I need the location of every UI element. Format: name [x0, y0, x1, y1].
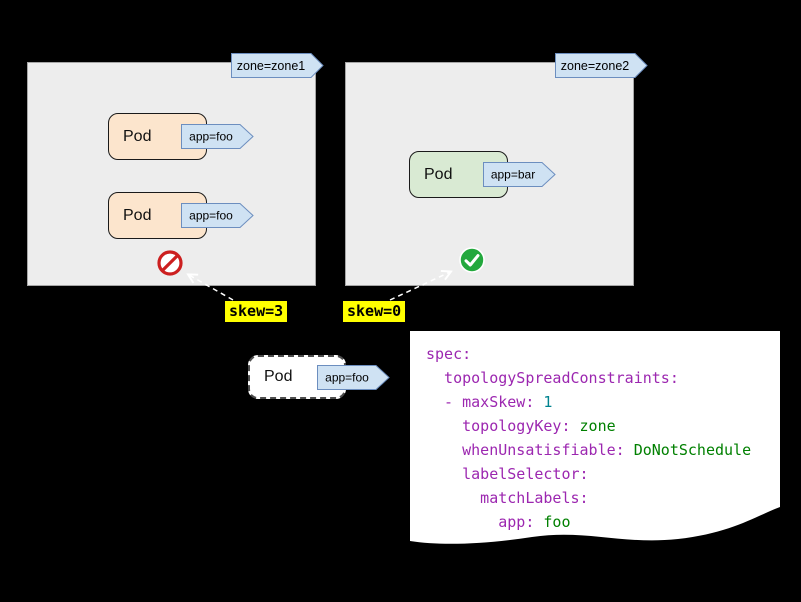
- pod-name: Pod: [264, 368, 293, 385]
- zone2-flag: zone=zone2: [555, 53, 648, 78]
- pod-foo-1-tag: app=foo: [181, 124, 254, 149]
- yaml-line: topologyKey: zone: [426, 417, 616, 435]
- pod-bar-1-tag: app=bar: [483, 162, 556, 187]
- zone2-box: Pod app=bar: [345, 62, 634, 286]
- yaml-line: app: foo: [426, 513, 571, 531]
- pod-tag-label: app=bar: [491, 168, 535, 182]
- no-entry-icon: [157, 250, 183, 276]
- incoming-pod: Pod: [248, 355, 346, 399]
- yaml-line: - maxSkew: 1: [426, 393, 553, 411]
- zone1-box: Pod app=foo Pod app=foo: [27, 62, 316, 286]
- paper-shape: [410, 331, 780, 544]
- zone1-label: zone=zone1: [237, 59, 306, 73]
- pod-tag-label: app=foo: [325, 371, 369, 385]
- check-icon: [459, 247, 485, 273]
- zone1-flag: zone=zone1: [231, 53, 324, 78]
- pod-name: Pod: [123, 206, 152, 224]
- yaml-line: whenUnsatisfiable: DoNotSchedule: [426, 441, 752, 459]
- yaml-code: spec: topologySpreadConstraints: - maxSk…: [426, 342, 751, 534]
- flag-shape: [555, 53, 648, 78]
- flag-shape: [231, 53, 324, 78]
- pod-tag-label: app=foo: [189, 130, 233, 144]
- yaml-line: topologySpreadConstraints:: [426, 369, 679, 387]
- yaml-line: spec:: [426, 345, 472, 363]
- skew0-label: skew=0: [343, 301, 406, 322]
- zone2-label: zone=zone2: [561, 59, 630, 73]
- pod-name: Pod: [424, 165, 453, 183]
- yaml-line: matchLabels:: [426, 489, 589, 507]
- tag-shape: [483, 162, 556, 187]
- pod-foo-2-tag: app=foo: [181, 203, 254, 228]
- incoming-pod-tag: app=foo: [317, 365, 390, 390]
- pod-tag-label: app=foo: [189, 209, 233, 223]
- skew3-label: skew=3: [225, 301, 288, 322]
- tag-shape: [181, 203, 254, 228]
- yaml-spec-block: spec: topologySpreadConstraints: - maxSk…: [410, 331, 780, 555]
- tag-shape: [317, 365, 390, 390]
- tag-shape: [181, 124, 254, 149]
- yaml-line: labelSelector:: [426, 465, 589, 483]
- pod-name: Pod: [123, 127, 152, 145]
